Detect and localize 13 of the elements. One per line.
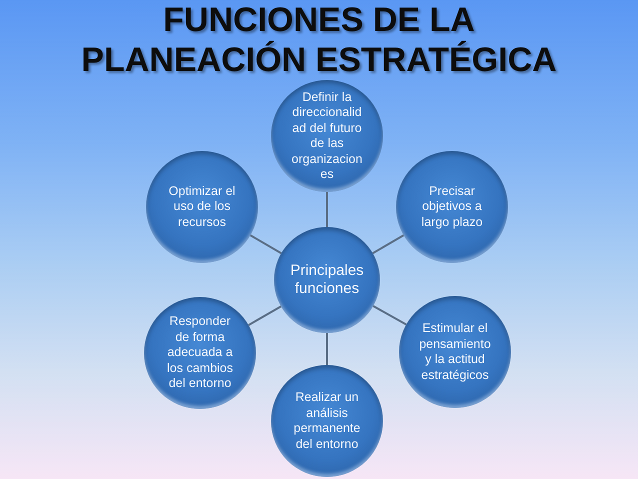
connector-line (372, 305, 407, 326)
connector-line (326, 192, 328, 227)
node-text: Precisar objetivos a largo plazo (420, 184, 484, 230)
connector-line (250, 234, 282, 254)
title: FUNCIONES DE LA PLANEACIÓN ESTRATÉGICA (80, 0, 558, 80)
connector-line (326, 333, 328, 365)
connector-line (372, 234, 404, 254)
node-text: Definir la direccionalid ad del futuro de las organizacion es (290, 90, 364, 182)
node-text: Estimular el pensamiento y la actitud estratégicos (418, 321, 492, 383)
node-text: Responder de forma adecuada a los cambios del entorno (166, 314, 234, 392)
node-text: Principales funciones (289, 262, 365, 298)
node-text: Realizar un análisis permanente del entorno (292, 390, 362, 452)
node-text: Optimizar el uso de los recursos (168, 184, 236, 230)
